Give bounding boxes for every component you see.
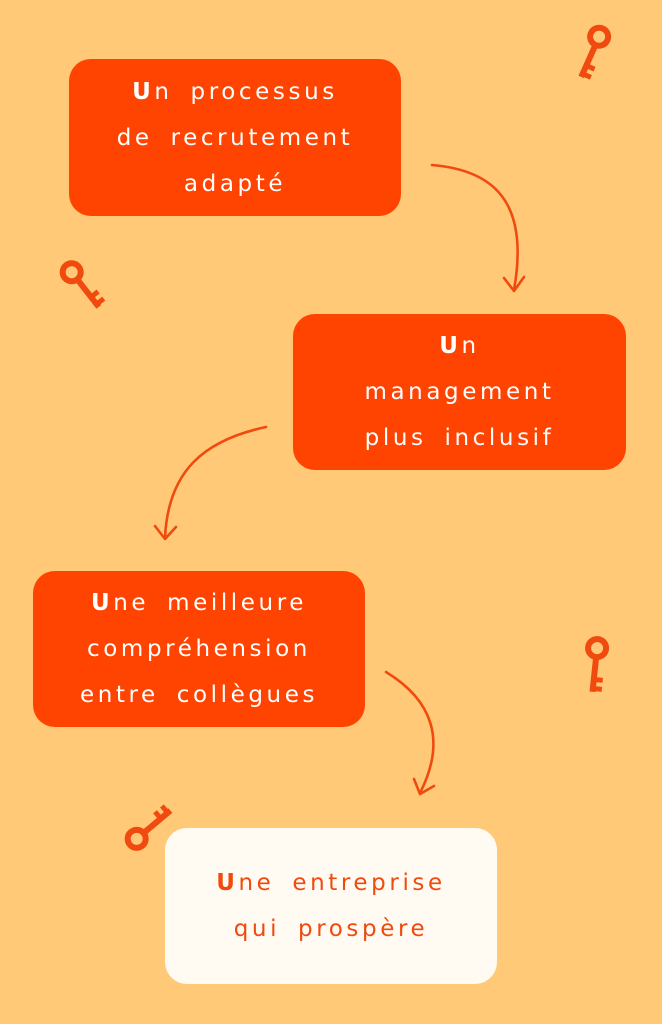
curved-arrow-icon [430, 163, 526, 293]
key-icon [573, 25, 611, 81]
curved-arrow-icon [153, 425, 268, 541]
step-box-result: Une entreprise qui prospère [165, 828, 497, 984]
step-text: Une entreprise qui prospère [216, 870, 446, 942]
step-text: Une meilleure compréhension entre collèg… [79, 590, 319, 708]
step-box-management: Un management plus inclusif [293, 314, 626, 470]
key-icon [584, 638, 607, 693]
step-box-recruitment: Un processus de recrutement adapté [69, 59, 401, 216]
step-text: Un processus de recrutement adapté [116, 78, 354, 197]
step-box-understanding: Une meilleure compréhension entre collèg… [33, 571, 365, 727]
curved-arrow-icon [384, 670, 436, 796]
key-icon [59, 260, 106, 313]
step-text: Un management plus inclusif [364, 333, 555, 451]
